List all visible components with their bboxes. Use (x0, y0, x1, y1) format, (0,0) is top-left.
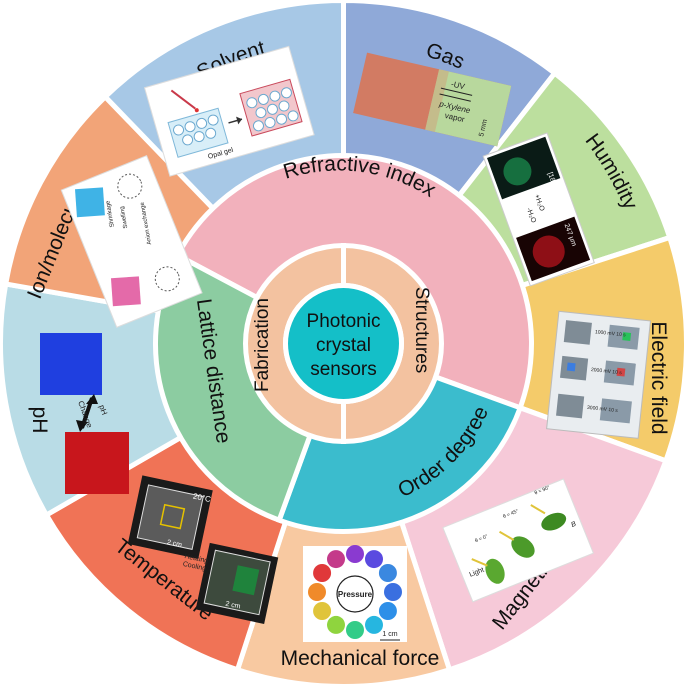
inner-label-fabrication: Fabrication (252, 298, 273, 392)
opal-spheres-right (246, 87, 299, 132)
ion-blue-cube (75, 187, 105, 218)
electric-field-inset: 1000 mV 10 s 2000 mV 10 s 3000 mV 10 s (546, 310, 651, 439)
mechanical-dot (327, 550, 345, 569)
ion-molecule-inset: Shrinkage Swelling Anion exchange (60, 154, 203, 328)
electric-green-pixel (622, 332, 632, 341)
electric-red-pixel (616, 367, 626, 377)
temperature-value-label: 20°C (192, 492, 212, 505)
pipette-icon (170, 89, 196, 110)
ph-ph-label: pH (97, 404, 109, 417)
gas-inset: -UV p-Xylene vapor 5 mm (353, 52, 512, 147)
mechanical-color-dots (308, 545, 402, 639)
ph-red-sample (65, 432, 129, 494)
humidity-inset: [186 μm] +H₂O -H₂O 247 μm (482, 132, 595, 287)
magnetic-angle-0: θ = 0° (474, 534, 489, 545)
electric-voltage-3: 3000 mV 10 s (587, 405, 619, 414)
center-line-3: sensors (310, 359, 377, 380)
mechanical-dot (327, 615, 345, 634)
ph-blue-sample (40, 333, 102, 395)
ion-shrinkage-label: Shrinkage (105, 199, 116, 227)
mechanical-pressure-label: Pressure (338, 590, 373, 599)
temperature-scale-1: 2 cm (166, 539, 182, 549)
solvent-inset: Opal gel (143, 45, 315, 177)
electric-blue-pixel (566, 362, 576, 372)
outer-label-electric-field: Electric field (647, 321, 670, 434)
mechanical-dot (378, 602, 397, 620)
mechanical-dot (378, 564, 397, 582)
electric-voltage-1: 1000 mV 10 s (595, 329, 627, 338)
magnetic-ellipsoid-3 (541, 512, 567, 531)
humidity-red-spot (532, 235, 565, 268)
mechanical-dot (384, 583, 402, 601)
center-circle (283, 283, 404, 404)
electric-voltage-2: 2000 mV 10 s (591, 367, 623, 376)
gas-scale-label: 5 mm (478, 119, 489, 138)
temperature-green-pattern (232, 565, 260, 596)
mechanical-dot (313, 564, 332, 582)
gas-uv-label: -UV (450, 79, 466, 91)
temperature-inset: 20°C 2 cm 2 cm Heating Cooling (127, 475, 279, 624)
magnetic-angle-90: θ = 90° (534, 485, 551, 497)
middle-ring (153, 153, 534, 534)
magnetic-angle-45: θ = 45° (502, 508, 519, 520)
gas-vapor-label: vapor (444, 111, 466, 124)
mechanical-dot (308, 583, 326, 601)
center-line-2: crystal (316, 335, 371, 356)
mechanical-dot (346, 545, 364, 563)
mechanical-force-inset: Pressure 1 cm (303, 545, 407, 642)
temperature-cooling-label: Cooling (182, 561, 207, 573)
pressure-cycle-arrow (336, 575, 374, 613)
outer-label-ph: pH (28, 407, 51, 434)
magnetic-ellipsoid-2 (511, 536, 535, 558)
magnetic-field-b-label: B (570, 521, 577, 529)
opal-spheres-left (173, 114, 219, 146)
ph-inset: Change pH (40, 333, 129, 494)
mechanical-dot (346, 621, 364, 639)
center-line-1: Photonic (307, 311, 381, 332)
ion-swelling-label: Swelling (120, 206, 130, 229)
mechanical-dot (313, 602, 332, 620)
temperature-heating-label: Heating (184, 553, 209, 565)
inner-label-structures: Structures (411, 287, 432, 374)
magnetic-ellipsoid-1 (485, 558, 505, 584)
mechanical-scale-label: 1 cm (382, 631, 397, 638)
mechanical-dot (365, 615, 383, 634)
temperature-scale-2: 2 cm (225, 601, 241, 611)
ion-pink-cube (110, 276, 141, 307)
humidity-green-spot (503, 157, 532, 186)
ion-network-icon-bottom (154, 266, 180, 292)
outer-label-mechanical-force: Mechanical force (281, 647, 440, 670)
mechanical-dot (365, 550, 383, 569)
ion-network-icon-top (117, 173, 143, 199)
magnetic-field-inset: Light θ = 0° θ = 45° θ = 90° B (442, 478, 595, 603)
